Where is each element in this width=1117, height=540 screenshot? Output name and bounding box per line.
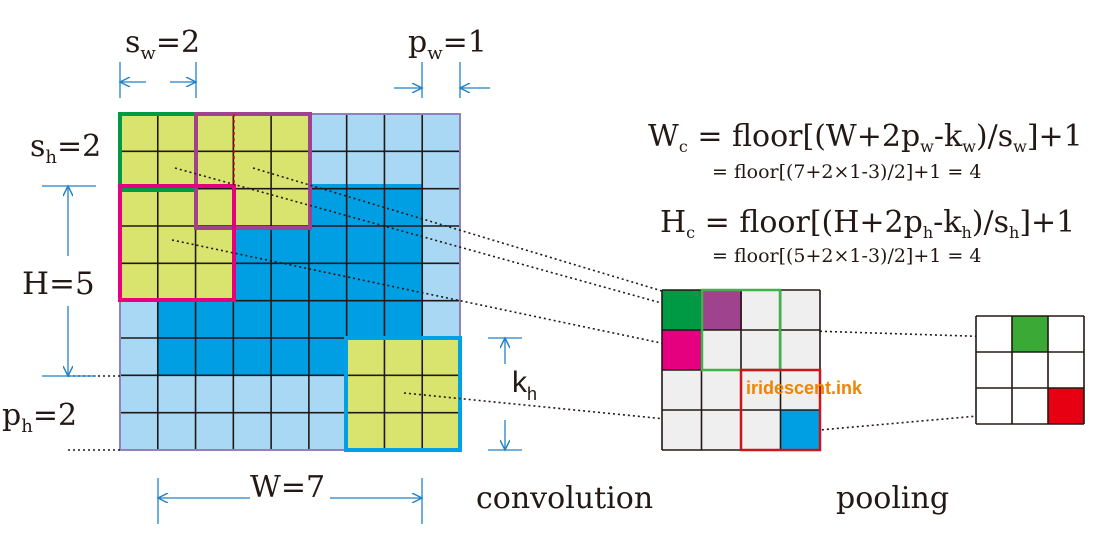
pool-cell-green bbox=[1012, 316, 1048, 352]
connector-pool-green bbox=[779, 329, 1031, 339]
kernel-window-magenta bbox=[118, 184, 236, 302]
wc-formula: Wc = floor[(W+2pw-kw)/sw]+1 bbox=[648, 119, 1083, 156]
pool-gridlines bbox=[975, 315, 1085, 425]
sw-label: sw=2 bbox=[125, 25, 200, 64]
conv-cell-green bbox=[662, 290, 702, 330]
w-label: W=7 bbox=[250, 470, 325, 505]
conv-cell-blue bbox=[780, 410, 820, 450]
pw-label: pw=1 bbox=[408, 25, 487, 64]
kh-label: kh bbox=[512, 366, 537, 404]
sh-label: sh=2 bbox=[30, 129, 101, 168]
kernel-region-4 bbox=[346, 338, 460, 450]
pool-window-red bbox=[739, 368, 822, 452]
pooling-output-grid bbox=[975, 315, 1085, 425]
hc-formula: Hc = floor[(H+2ph-kh)/sh]+1 bbox=[660, 205, 1075, 242]
connector-cyan bbox=[403, 392, 797, 433]
conv-cell-magenta bbox=[662, 330, 702, 370]
convolution-caption: convolution bbox=[476, 481, 653, 516]
kernel-window-purple bbox=[194, 112, 312, 230]
pooling-caption: pooling bbox=[836, 481, 949, 516]
pool-cell-red bbox=[1048, 388, 1084, 424]
padded-input-grid bbox=[118, 112, 462, 452]
conv-cell-purple bbox=[702, 290, 742, 330]
kernel-window-cyan bbox=[344, 336, 462, 452]
kernel-region-3 bbox=[120, 186, 234, 300]
connector-purple bbox=[252, 167, 723, 310]
ph-label: ph=2 bbox=[2, 398, 77, 437]
watermark-text: iridescent.ink bbox=[746, 378, 863, 398]
convolution-output-grid bbox=[661, 288, 822, 452]
hc-formula-evaluated: = floor[(5+2×1-3)/2]+1 = 4 bbox=[712, 245, 981, 267]
wc-formula-evaluated: = floor[(7+2×1-3)/2]+1 = 4 bbox=[712, 161, 981, 183]
dimension-lines bbox=[42, 62, 522, 524]
h-label: H=5 bbox=[22, 266, 95, 302]
connector-magenta bbox=[171, 239, 681, 348]
